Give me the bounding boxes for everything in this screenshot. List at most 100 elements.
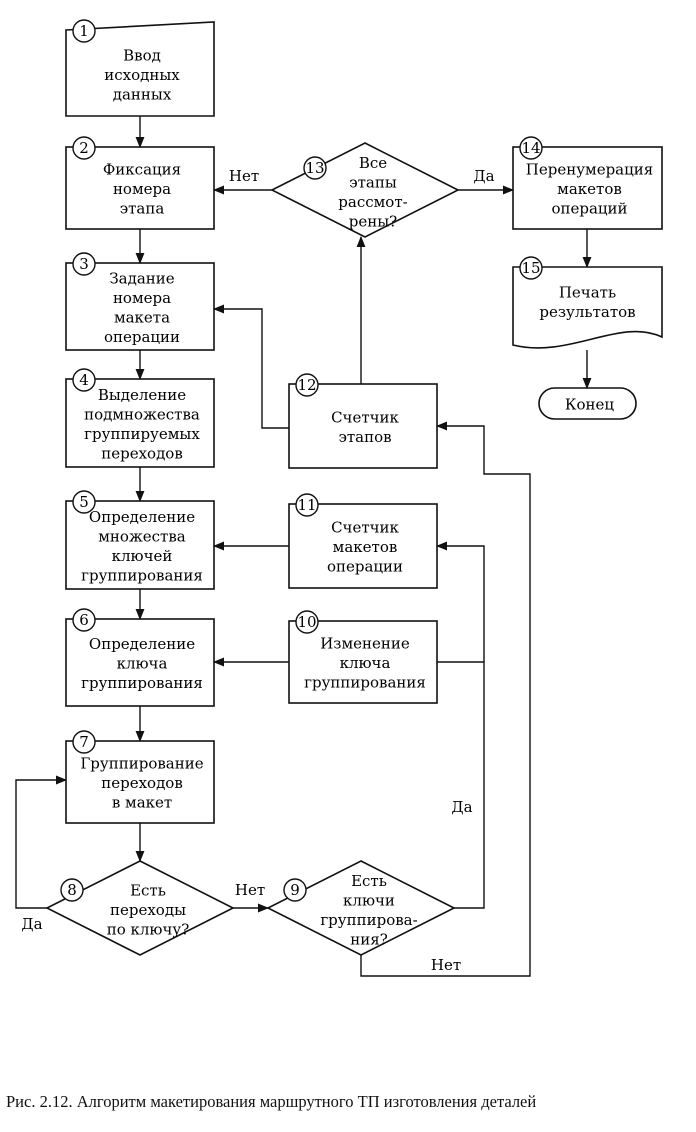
block-15-line-0: Печать [559, 283, 616, 301]
block-6-line-0: Определение [89, 635, 195, 653]
block-1-frame [65, 21, 215, 117]
block-end-line-0: Конец [565, 396, 615, 414]
edge-label-e9-no: Нет [431, 956, 461, 974]
svg-text:14: 14 [521, 139, 540, 157]
svg-text:7: 7 [79, 733, 89, 751]
edge-label-e9-yes: Да [451, 798, 472, 816]
block-8-line-0: Есть [130, 882, 166, 900]
block-12: Счетчик этапов 12 [288, 373, 438, 469]
block-10-number: 10 [295, 610, 319, 634]
block-3-number: 3 [72, 252, 96, 276]
edge-9-no [360, 421, 531, 977]
block-11-line-1: макетов [333, 538, 398, 556]
block-5-line-1: множества [98, 527, 186, 545]
block-2-line-1: номера [113, 180, 171, 198]
block-4-line-2: группируемых [84, 425, 200, 443]
block-5-line-3: группирования [81, 566, 203, 584]
svg-text:9: 9 [290, 881, 300, 899]
block-11-line-0: Счетчик [331, 519, 399, 537]
edge-12-3 [212, 304, 289, 429]
block-10-line-1: ключа [340, 654, 391, 672]
svg-text:11: 11 [297, 496, 316, 514]
block-13-number: 13 [303, 156, 327, 180]
block-11-frame [288, 503, 438, 589]
flowchart-diagram: Вводисходныхданных1Фиксацияномераэтапа2З… [15, 19, 663, 977]
block-9-line-3: ния? [350, 930, 388, 948]
figure-caption: Рис. 2.12. Алгоритм макетирования маршру… [6, 1092, 537, 1111]
block-2-number: 2 [72, 136, 96, 160]
svg-text:10: 10 [297, 613, 316, 631]
block-3-line-2: макета [114, 308, 170, 326]
block-8-line-1: переходы [110, 901, 186, 919]
block-4-line-3: переходов [101, 444, 183, 462]
block-4-line-1: подмножества [84, 405, 200, 423]
block-3-line-3: операции [104, 328, 180, 346]
svg-text:5: 5 [79, 493, 89, 511]
block-6-line-2: группирования [81, 674, 203, 692]
edge-label-e13-yes: Да [473, 167, 494, 185]
block-11-line-2: операции [327, 558, 403, 576]
block-7-frame [65, 740, 215, 824]
svg-text:6: 6 [79, 611, 89, 629]
edge-9-yes [437, 661, 485, 909]
block-7-line-1: переходов [101, 774, 183, 792]
svg-text:1: 1 [79, 22, 89, 40]
svg-text:12: 12 [297, 376, 316, 394]
block-9-line-1: ключи [343, 891, 395, 909]
block-14-line-0: Перенумерация [526, 161, 653, 179]
edge-label-e8-no: Нет [235, 881, 265, 899]
block-10-line-0: Изменение [320, 635, 410, 653]
svg-text:2: 2 [79, 139, 89, 157]
block-9-line-0: Есть [351, 872, 387, 890]
block-15-frame [512, 266, 663, 349]
edge-9-yes-11 [435, 541, 485, 662]
block-1-number: 1 [72, 19, 96, 43]
block-12-frame [288, 383, 438, 469]
block-12-number: 12 [295, 373, 319, 397]
block-15-line-1: результатов [539, 303, 635, 321]
block-6-number: 6 [72, 608, 96, 632]
block-12-line-0: Счетчик [331, 408, 399, 426]
block-7-number: 7 [72, 730, 96, 754]
block-4-line-0: Выделение [98, 386, 186, 404]
edge-8-yes [15, 775, 68, 909]
block-13-line-0: Все [359, 154, 387, 172]
block-8-number: 8 [60, 878, 84, 902]
block-5-line-0: Определение [89, 508, 195, 526]
block-13-line-2: рассмот- [338, 193, 407, 211]
block-2-frame [65, 146, 215, 230]
svg-text:8: 8 [67, 881, 77, 899]
block-15-number: 15 [519, 256, 543, 280]
block-13-line-3: рены? [349, 212, 397, 230]
svg-text:4: 4 [79, 371, 89, 389]
block-8-line-2: по ключу? [107, 921, 190, 939]
block-6-line-1: ключа [117, 655, 168, 673]
block-7-line-0: Группирование [80, 755, 203, 773]
block-7-line-2: в макет [112, 794, 172, 812]
block-2-line-0: Фиксация [103, 161, 181, 179]
block-3-line-0: Задание [109, 269, 174, 287]
block-15: Печать результатов 15 [512, 256, 663, 349]
svg-text:3: 3 [79, 255, 89, 273]
block-14-line-1: макетов [557, 180, 622, 198]
edge-label-e13-no: Нет [229, 167, 259, 185]
block-4-number: 4 [72, 368, 96, 392]
block-3-line-1: номера [113, 289, 171, 307]
block-14-line-2: операций [551, 200, 627, 218]
block-1-line-1: исходных [104, 66, 180, 84]
block-12-line-1: этапов [338, 428, 391, 446]
block-9-line-2: группирова- [320, 911, 417, 929]
edge-label-e8-yes: Да [21, 915, 42, 933]
